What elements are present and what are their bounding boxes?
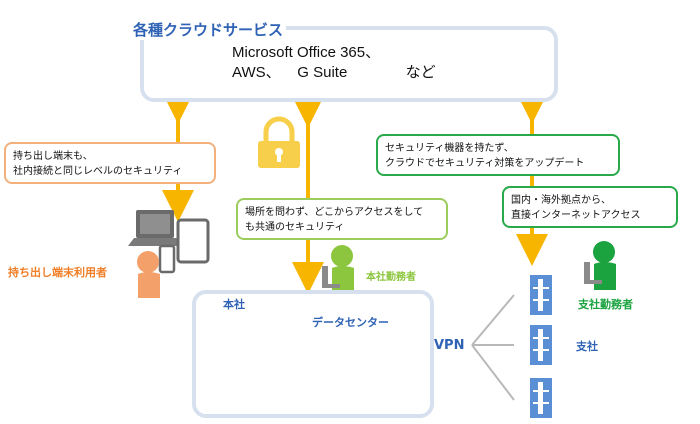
laptop-icon <box>128 210 182 246</box>
person-icon <box>322 245 354 292</box>
mobile-user-label: 持ち出し端末利用者 <box>8 266 107 279</box>
person-icon <box>137 251 160 298</box>
callout-anywhere-security: 場所を問わず、どこからアクセスをして も共通のセキュリティ <box>236 198 448 240</box>
hq-box <box>192 290 434 418</box>
tablet-icon <box>176 218 210 264</box>
datacenter-label: データセンター <box>312 316 389 329</box>
hq-worker-label: 本社勤務者 <box>366 272 416 283</box>
callout-mobile-security: 持ち出し端末も、 社内接続と同じレベルのセキュリティ <box>4 142 216 184</box>
callout-cloud-security: セキュリティ機器を持たず、 クラウドでセキュリティ対策をアップデート <box>376 134 620 176</box>
person-icon <box>584 241 616 290</box>
building-icon <box>530 275 552 315</box>
smartphone-icon <box>158 244 176 274</box>
branch-label: 支社 <box>576 340 598 353</box>
vpn-label: VPN <box>434 338 465 353</box>
building-icon <box>530 325 552 365</box>
cloud-services-list: Microsoft Office 365、 AWS、 G Suite など <box>232 44 436 81</box>
lock-icon <box>258 116 300 168</box>
branch-worker-label: 支社勤務者 <box>578 298 633 311</box>
building-icon <box>530 378 552 418</box>
hq-label: 本社 <box>223 298 245 311</box>
cloud-title: 各種クラウドサービス <box>130 19 287 40</box>
callout-direct-access: 国内・海外拠点から、 直接インターネットアクセス <box>502 186 678 228</box>
